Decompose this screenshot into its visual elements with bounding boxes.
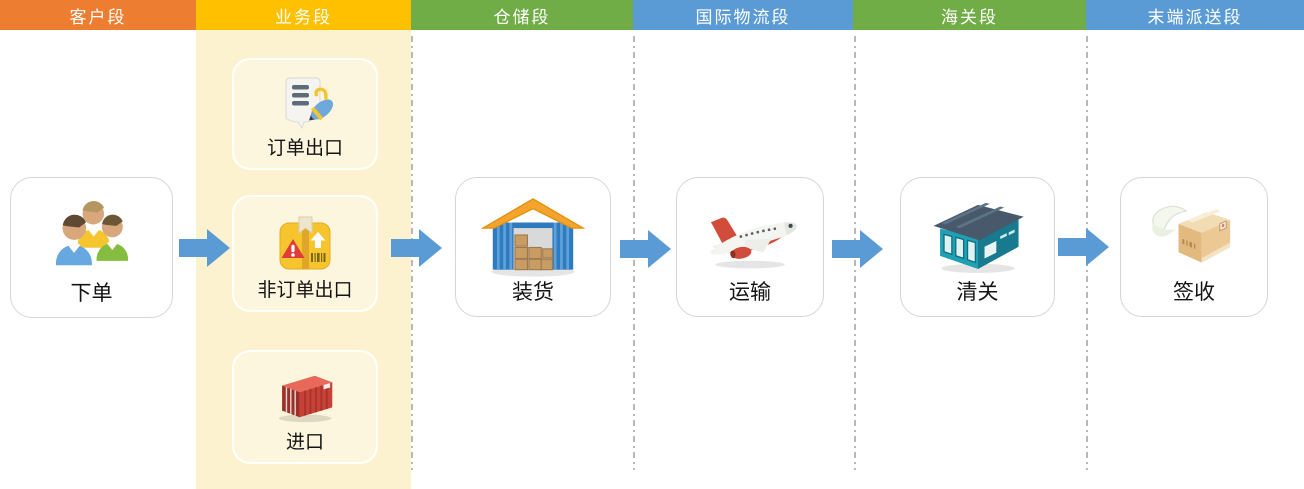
flow-arrow-1 [179,229,230,267]
shipping-container-icon [269,360,341,433]
node-label: 清关 [956,281,999,304]
lane-header-customs: 海关段 [853,0,1086,30]
flow-arrow-5 [1058,228,1109,266]
node-label: 签收 [1173,281,1215,304]
node-label: 进口 [285,432,324,453]
lane-header-warehouse: 仓储段 [411,0,633,30]
flow-node-transport: 运输 [676,177,824,317]
flow-node-order-export: 订单出口 [232,58,378,170]
flow-arrow-2 [391,229,442,267]
node-label: 订单出口 [266,138,343,159]
node-label: 装货 [512,281,554,304]
flow-node-place-order: 下单 [10,177,173,318]
document-pen-icon [273,68,337,139]
lane-header-business: 业务段 [196,0,411,30]
flow-arrow-3 [620,230,671,268]
flow-node-import: 进口 [232,350,378,464]
node-label: 下单 [70,282,113,305]
winged-parcel-icon [1145,188,1243,282]
airplane-icon [696,188,804,282]
customs-building-icon [927,188,1029,282]
node-label: 运输 [729,281,771,304]
node-label: 非订单出口 [257,280,353,301]
warehouse-icon [480,188,586,282]
lane-header-intl-logistics: 国际物流段 [633,0,853,30]
flow-arrow-4 [832,230,883,268]
flow-node-loading: 装货 [455,177,611,317]
customers-icon [50,188,134,283]
flow-node-sign-receipt: 签收 [1120,177,1268,317]
flow-node-non-order-export: 非订单出口 [232,195,378,312]
lane-header-last-mile: 末端派送段 [1086,0,1304,30]
warning-package-icon [273,205,337,281]
flow-node-customs-clearance: 清关 [900,177,1055,317]
lane-header-customer: 客户段 [0,0,196,30]
